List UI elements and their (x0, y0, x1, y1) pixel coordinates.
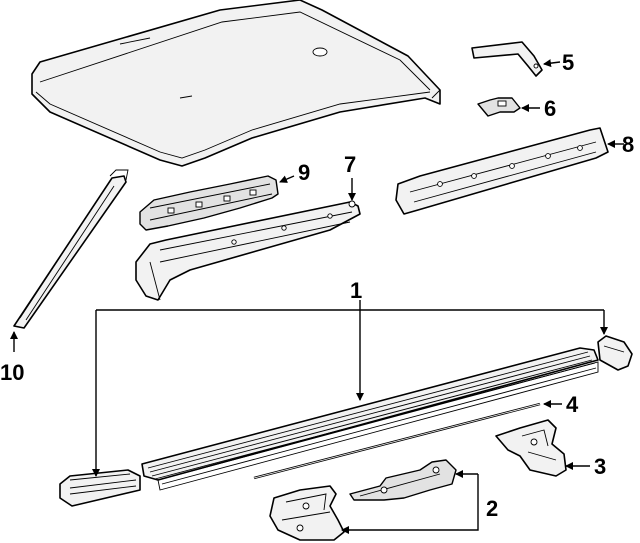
callout-1: 1 (350, 278, 362, 303)
rod (253, 402, 541, 480)
callout-2: 2 (486, 496, 498, 521)
callout-7: 7 (344, 152, 356, 177)
motor-linkage (349, 459, 457, 501)
callout-4: 4 (566, 392, 579, 417)
rocker-outer-reinforcement (395, 127, 609, 215)
leader-lines (10, 59, 624, 534)
clip-bracket-6 (477, 97, 521, 117)
callout-3: 3 (594, 454, 606, 479)
callout-6: 6 (544, 96, 556, 121)
callout-10: 10 (0, 360, 24, 385)
roof-rail-strip (13, 169, 129, 329)
running-board-end-cap-left (59, 469, 141, 507)
running-board (141, 347, 599, 491)
callout-5: 5 (562, 50, 574, 75)
roof-panel (31, 0, 441, 167)
inner-reinforcement (139, 175, 279, 231)
callout-9: 9 (298, 160, 310, 185)
front-mount-bracket (269, 485, 345, 541)
rocker-inner-panel (135, 200, 361, 301)
running-board-end-cap-right (597, 335, 633, 371)
small-bracket-5 (471, 41, 543, 77)
rear-mount-bracket (495, 419, 567, 477)
callout-8: 8 (622, 132, 634, 157)
